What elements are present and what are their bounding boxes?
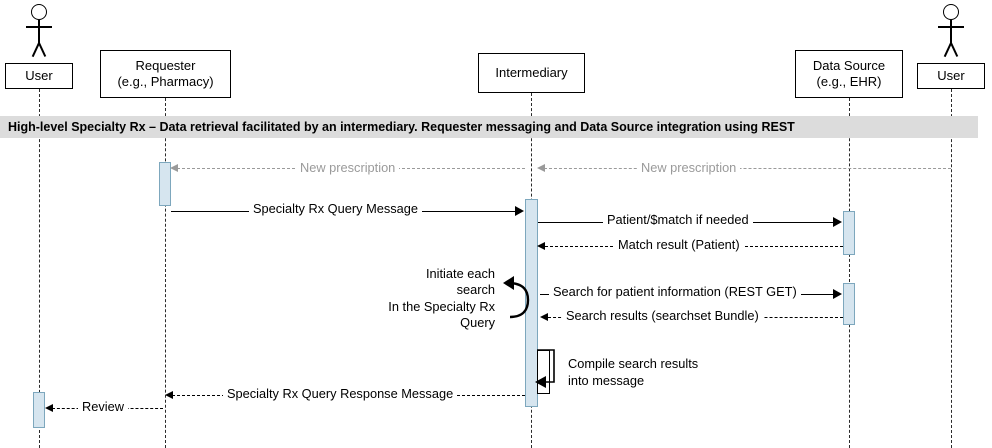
actor-body-icon (38, 20, 40, 44)
self-call-arrow-icon (535, 349, 555, 388)
activation-intermediary-main (525, 199, 538, 407)
annotation-loop-line-3: In the Specialty Rx (388, 298, 495, 314)
arrow-head-m4 (833, 217, 842, 227)
arrow-head-m3 (515, 206, 524, 216)
annotation-compile-line-2: into message (568, 372, 645, 388)
annotation-compile-line-1: Compile search results (568, 356, 699, 371)
message-label-m8: Specialty Rx Query Response Message (223, 386, 458, 402)
message-label-m6: Search for patient information (REST GET… (549, 284, 801, 300)
participant-label-user-right: User (937, 67, 965, 83)
actor-head-icon (31, 4, 47, 20)
annotation-loop-note: Initiate each search In the Specialty Rx… (360, 266, 495, 332)
arrow-head-m7 (540, 313, 548, 321)
activation-user-left-1 (33, 392, 45, 428)
participant-label-requester-line1: Requester (135, 57, 196, 73)
arrow-head-m2 (537, 164, 545, 172)
actor-arms-icon (26, 26, 52, 28)
arrow-head-m9 (45, 404, 53, 412)
message-line-m2 (544, 168, 951, 169)
message-label-m1: New prescription (296, 160, 400, 176)
participant-label-intermediary: Intermediary (495, 64, 568, 80)
annotation-loop-line-4: Query (460, 315, 495, 331)
message-label-m3: Specialty Rx Query Message (249, 201, 423, 217)
annotation-loop-line-2: search (456, 282, 495, 298)
arrow-head-m8 (165, 391, 173, 399)
participant-box-requester[interactable]: Requester (e.g., Pharmacy) (100, 50, 231, 98)
participant-label-data-source-line2: (e.g., EHR) (816, 74, 882, 89)
participant-box-user-right[interactable]: User (917, 63, 985, 89)
diagram-title-text: High-level Specialty Rx – Data retrieval… (8, 120, 795, 134)
actor-arms-icon-right (938, 26, 964, 28)
participant-box-intermediary[interactable]: Intermediary (478, 53, 585, 93)
lifeline-requester (165, 98, 166, 448)
annotation-loop-line-1: Initiate each (425, 266, 495, 281)
message-label-m7: Search results (searchset Bundle) (562, 308, 763, 324)
message-label-m5: Match result (Patient) (614, 237, 744, 253)
self-loop-arrow-icon (503, 276, 530, 319)
arrow-head-m5 (537, 242, 545, 250)
lifeline-user-right (951, 89, 952, 448)
activation-data-source-1 (843, 211, 855, 255)
participant-label-data-source-line1: Data Source (812, 57, 886, 73)
lifeline-user-left (39, 89, 40, 448)
activation-data-source-2 (843, 283, 855, 325)
actor-leg-right-icon (38, 42, 47, 57)
actor-head-icon-right (943, 4, 959, 20)
annotation-compile-note: Compile search results into message (568, 356, 748, 390)
message-label-m9: Review (78, 399, 128, 415)
participant-label-requester-line2: (e.g., Pharmacy) (117, 74, 214, 89)
message-label-m2: New prescription (637, 160, 741, 176)
arrow-head-m6 (833, 289, 842, 299)
lifeline-data-source (849, 98, 850, 448)
participant-box-data-source[interactable]: Data Source (e.g., EHR) (795, 50, 903, 98)
participant-box-user-left[interactable]: User (5, 63, 73, 89)
actor-leg-right-icon-right (950, 42, 959, 57)
diagram-title-band: High-level Specialty Rx – Data retrieval… (0, 116, 978, 138)
participant-label-user-left: User (25, 67, 53, 83)
actor-body-icon-right (950, 20, 952, 44)
activation-requester-1 (159, 162, 171, 206)
message-label-m4: Patient/$match if needed (603, 212, 753, 228)
arrow-head-m1 (170, 164, 178, 172)
